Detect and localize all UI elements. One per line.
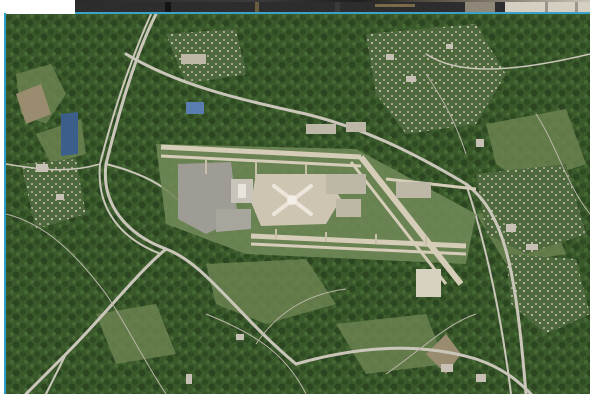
top-strip-border — [75, 12, 590, 14]
top-left-background — [0, 0, 75, 14]
aerial-map-svg — [6, 14, 590, 394]
scattered-buildings — [36, 44, 538, 384]
aerial-map-image — [6, 14, 590, 394]
taxiways — [205, 160, 427, 247]
airport-buildings — [181, 54, 441, 297]
runways — [160, 144, 477, 286]
local-roads — [6, 73, 590, 394]
highways — [6, 14, 590, 394]
top-photo-strip — [75, 0, 590, 13]
suburban-areas — [21, 24, 590, 334]
airport-terminal — [231, 174, 341, 226]
left-frame-border — [4, 13, 6, 394]
